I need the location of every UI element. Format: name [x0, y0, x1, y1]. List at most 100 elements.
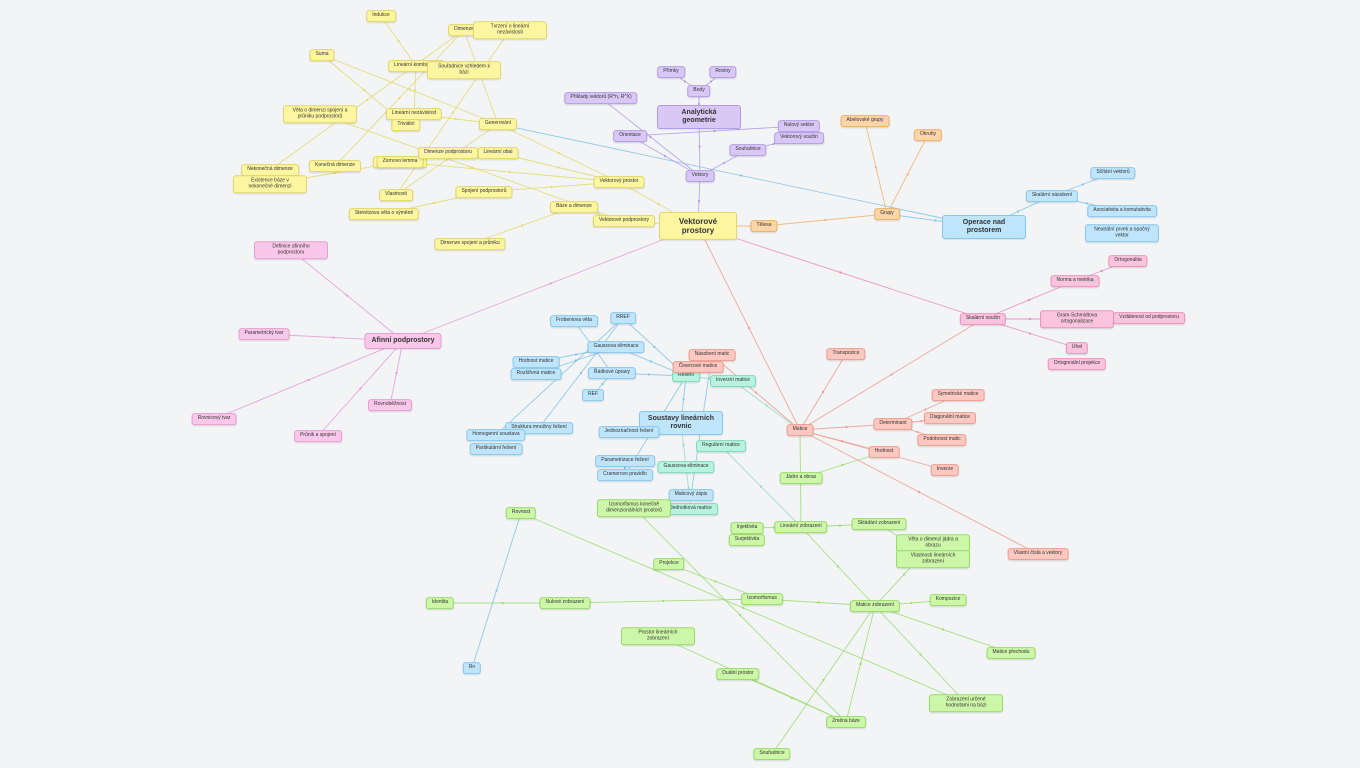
node-s-hodnost[interactable]: Hodnost	[868, 446, 900, 458]
node-p-primky[interactable]: Přímky	[657, 66, 685, 78]
node-spojeni[interactable]: Spojení podprostorů	[455, 186, 513, 198]
node-telesa[interactable]: Tělesa	[750, 220, 778, 232]
node-p-nul[interactable]: Nulový vektor	[777, 120, 821, 132]
node-grupy[interactable]: Grupy	[874, 208, 900, 220]
node-root[interactable]: Vektorové prostory	[659, 211, 737, 241]
node-b-frob[interactable]: Frobeniova věta	[550, 315, 598, 327]
node-y-trivial[interactable]: Triviální	[391, 119, 421, 131]
node-b-rn[interactable]: Rn	[462, 662, 482, 674]
node-afinni[interactable]: Afinní podprostory	[364, 332, 442, 350]
node-jadro[interactable]: Jádro a obraz	[779, 472, 823, 484]
node-s-podob[interactable]: Podobnost matic	[917, 434, 967, 446]
node-p-geom[interactable]: Příklady vektorů (R^n, R^X)	[564, 92, 638, 104]
node-g-prost[interactable]: Prostor lineárních zobrazení	[621, 627, 695, 645]
node-o-abel[interactable]: Abelovské grupy	[840, 115, 890, 127]
node-p-sourad[interactable]: Souřadnice	[729, 144, 767, 156]
node-p-orient[interactable]: Orientace	[613, 130, 647, 142]
node-m-ortog[interactable]: Ortogonalita	[1108, 255, 1148, 267]
node-b-hod[interactable]: Hodnost matice	[512, 356, 560, 368]
node-y-dim-spoj[interactable]: Věta o dimenzi spojení a průniku podpros…	[283, 105, 357, 123]
node-b-homog[interactable]: Homogenní soustava	[466, 429, 526, 441]
node-y-sum[interactable]: Suma	[309, 49, 335, 61]
node-s-ctver[interactable]: Čtvercové matice	[672, 361, 724, 373]
node-s-sym[interactable]: Symetrické matice	[931, 389, 985, 401]
node-g-inj[interactable]: Injektivita	[730, 522, 764, 534]
node-podprostory[interactable]: Vektorové podprostory	[592, 215, 656, 227]
node-g-vl[interactable]: Vlastnosti lineárních zobrazení	[896, 550, 970, 568]
node-b-elim[interactable]: Řádkové úpravy	[587, 367, 637, 379]
node-b-jednoznac[interactable]: Jednoznačnost řešení	[598, 426, 660, 438]
node-b-rozsir[interactable]: Rozšířená matice	[510, 368, 562, 380]
node-g-dual[interactable]: Duální prostor	[716, 668, 760, 680]
node-pk-rovnice[interactable]: Rovnicový tvar	[191, 413, 237, 425]
node-y-steinitz[interactable]: Steinitzova věta o výměně	[348, 208, 420, 220]
node-b-scitani[interactable]: Sčítání vektorů	[1090, 167, 1136, 179]
node-g-prech[interactable]: Matice přechodu	[986, 647, 1036, 659]
node-b-rref[interactable]: RREF	[610, 312, 636, 324]
node-b-part[interactable]: Partikulární řešení	[469, 443, 523, 455]
node-matice[interactable]: Matice	[786, 424, 814, 436]
node-g-proj[interactable]: Projekce	[653, 558, 685, 570]
node-y-n[interactable]: Tvrzení o lineární nezávislosti	[473, 21, 547, 39]
node-skalarni[interactable]: Skalární součin	[959, 313, 1007, 325]
node-nezavislost[interactable]: Lineární nezávislost	[385, 108, 443, 120]
node-p-body[interactable]: Body	[687, 85, 711, 97]
node-operace[interactable]: Operace nad prostorem	[942, 214, 1026, 240]
node-b-gauss[interactable]: Gaussova eliminace	[587, 341, 645, 353]
node-g-nul[interactable]: Nulové zobrazení	[539, 597, 591, 609]
node-b-skalar[interactable]: Skalární násobení	[1025, 190, 1079, 202]
node-b-ref[interactable]: REF	[582, 389, 604, 401]
node-dimenze-vzorec[interactable]: Dimenze spojení a průniku	[434, 238, 506, 250]
node-vektory[interactable]: Vektory	[685, 170, 715, 182]
node-g-iso-kon[interactable]: Izomorfismus konečně dimenzionálních pro…	[597, 499, 671, 517]
node-b-neutral[interactable]: Neutrální prvek a opačný vektor	[1085, 224, 1159, 242]
node-b-asoc[interactable]: Asociativita a komutativita	[1087, 205, 1157, 217]
node-t-ident[interactable]: Jednotková matice	[664, 503, 718, 515]
node-linearni-obal[interactable]: Lineární obal	[477, 147, 519, 159]
node-b-param[interactable]: Parametrizace řešení	[595, 455, 655, 467]
node-o-okruhy[interactable]: Okruhy	[913, 129, 943, 141]
node-b-res[interactable]: Struktura množiny řešení	[505, 422, 573, 434]
node-g-dim[interactable]: Věta o dimenzi jádra a obrazu	[896, 534, 970, 552]
node-g-iso[interactable]: Izomorfismus	[741, 593, 783, 605]
node-g-zmena[interactable]: Změna báze	[826, 716, 866, 728]
node-m-proj[interactable]: Ortogonální projekce	[1047, 358, 1107, 370]
node-pk-paral[interactable]: Rovnoběžnost	[368, 399, 412, 411]
node-p-vekt-soucin[interactable]: Vektorový součin	[774, 132, 824, 144]
node-s-vlastni[interactable]: Vlastní čísla a vektory	[1007, 548, 1069, 560]
node-y-nadrovina[interactable]: Souřadnice vzhledem k bázi	[427, 61, 501, 79]
node-zobrazeni[interactable]: Lineární zobrazení	[774, 521, 828, 533]
node-m-norma[interactable]: Norma a metrika	[1050, 275, 1100, 287]
node-g-ident[interactable]: Identita	[425, 597, 455, 609]
node-y-zorn2[interactable]: Existence báze v nekonečné dimenzi	[233, 175, 307, 193]
node-m-uhel[interactable]: Úhel	[1065, 342, 1089, 354]
node-t-reg[interactable]: Regulární matice	[696, 440, 746, 452]
node-vektorovy-prostor[interactable]: Vektorový prostor	[593, 176, 645, 188]
node-y-dim-podprostoru[interactable]: Dimenze podprostoru	[418, 147, 478, 159]
node-baze[interactable]: Báze a dimenze	[550, 201, 598, 213]
node-g-baze[interactable]: Zobrazení určené hodnotami na bázi	[929, 694, 1003, 712]
node-g-rovnost[interactable]: Rovnost	[505, 507, 537, 519]
node-g-sour[interactable]: Souřadnice	[753, 748, 791, 760]
node-pk-param[interactable]: Parametrický tvar	[238, 328, 290, 340]
node-m-vzdal[interactable]: Vzdálenost od podprostoru	[1113, 312, 1185, 324]
node-p-roviny[interactable]: Roviny	[709, 66, 737, 78]
node-s-determ[interactable]: Determinant	[873, 418, 913, 430]
node-y-dim-b[interactable]: Nekonečná dimenze	[241, 164, 299, 176]
node-t-gauss-v[interactable]: Gaussova eliminace	[657, 461, 715, 473]
node-b-zapis[interactable]: Maticový zápis	[668, 489, 714, 501]
node-b-cramer[interactable]: Cramerovo pravidlo	[597, 469, 653, 481]
node-t-inverze[interactable]: Inverzní matice	[710, 375, 756, 387]
node-g-skl[interactable]: Skládání zobrazení	[851, 518, 907, 530]
node-generovani[interactable]: Generování	[478, 118, 518, 130]
node-g-kompoz[interactable]: Kompozice	[929, 594, 967, 606]
node-y-dim-a[interactable]: Konečná dimenze	[308, 160, 362, 172]
node-geometrie[interactable]: Analytická geometrie	[657, 104, 741, 130]
node-pk-prunik[interactable]: Průnik a spojení	[294, 430, 342, 442]
node-s-diag[interactable]: Diagonální matice	[923, 412, 977, 424]
node-m-gram[interactable]: Gram-Schmidtova ortogonalizace	[1040, 310, 1114, 328]
node-pk-def[interactable]: Definice afinního podprostoru	[254, 241, 328, 259]
node-g-sur[interactable]: Surjektivita	[728, 534, 766, 546]
node-s-soucin[interactable]: Násobení matic	[688, 349, 736, 361]
node-soustavy[interactable]: Soustavy lineárních rovnic	[639, 410, 723, 436]
